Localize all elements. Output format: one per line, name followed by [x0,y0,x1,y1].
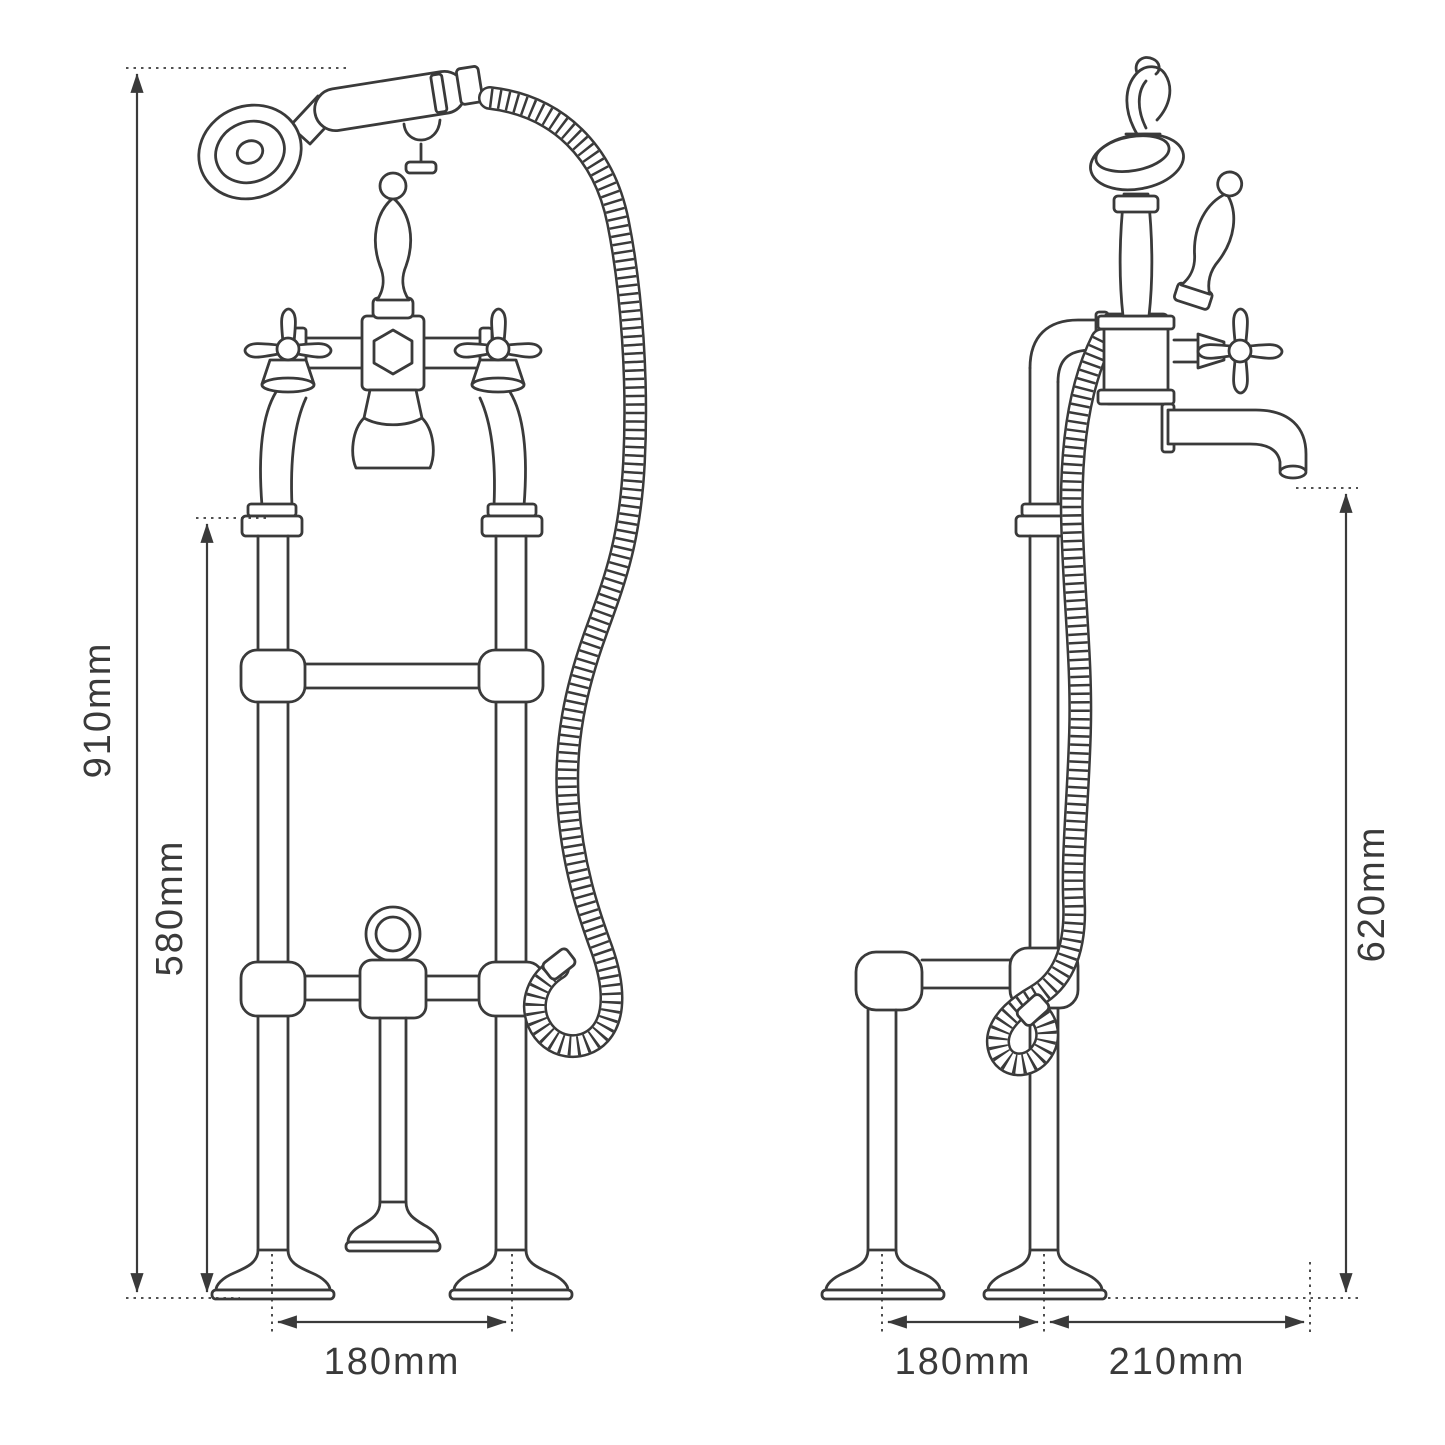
front-standpipes [256,534,528,1252]
hose-connector-nut [455,65,485,106]
handset-head [197,103,303,201]
handset-head [1089,132,1185,192]
front-upper-brace [239,648,545,704]
handset-hook [1124,56,1172,136]
front-lever-handle [371,171,415,320]
dimension-lines [126,67,1358,1336]
handset-cradle [402,118,442,142]
front-supply-pipes [259,390,527,508]
hose-end-connector [1015,993,1051,1027]
spout-cup [351,388,435,470]
hose-guide-ring [364,905,422,963]
front-handset [197,65,485,201]
front-feet [210,1248,574,1301]
side-feet [820,1248,1108,1301]
arrow-lines [130,73,1353,1329]
spout-outlet [1278,464,1308,480]
dim-label-910mm: 910mm [77,642,119,779]
hex-nut [372,328,414,376]
side-handset [1089,56,1185,318]
dim-label-180mm-front: 180mm [324,1341,461,1383]
front-lower-brace [239,905,545,1020]
front-support-leg [344,1016,442,1253]
dim-label-620mm: 620mm [1351,826,1393,963]
dimension-labels: 910mm 580mm 180mm 620mm 180mm 210mm [77,642,1393,1383]
side-hose [986,328,1114,1077]
front-mixer-body [292,314,494,470]
front-view [197,65,648,1301]
front-cross-handle-right [453,307,543,394]
extension-lines [126,67,1358,1336]
front-cross-handle-left [243,307,333,394]
side-view [820,56,1308,1301]
dim-label-580mm: 580mm [149,840,191,977]
dim-label-180mm-side: 180mm [895,1341,1032,1383]
front-hose [478,86,648,1059]
dim-label-210mm: 210mm [1109,1341,1246,1383]
front-pipe-collars [240,502,544,538]
leg-elbow [854,950,924,1012]
hose-end-connector [541,947,577,981]
bath-spout [1166,408,1308,472]
side-lever-handle [1172,170,1244,311]
side-cross-handle [1172,307,1284,395]
